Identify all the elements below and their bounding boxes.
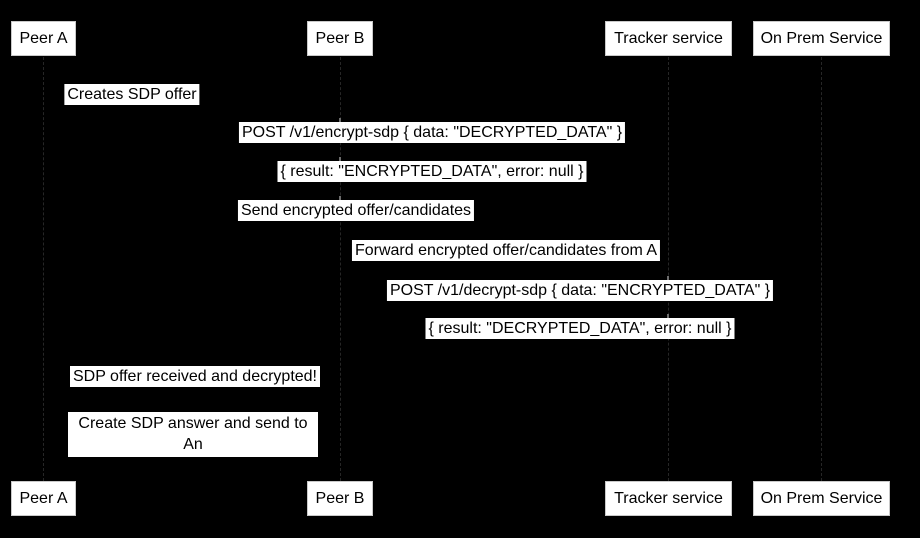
message-send-encrypted-offer: Send encrypted offer/candidates bbox=[237, 200, 475, 221]
message-offer-received: SDP offer received and decrypted! bbox=[70, 366, 320, 387]
lifeline-tick bbox=[339, 118, 341, 122]
message-post-decrypt-sdp: POST /v1/decrypt-sdp { data: "ENCRYPTED_… bbox=[386, 280, 774, 301]
note-line-2: using the same mechanism bbox=[95, 457, 291, 474]
participant-bottom-peer-a: Peer A bbox=[11, 481, 76, 516]
note-line-1: Create SDP answer and send to An bbox=[78, 415, 308, 453]
lifeline-tracker-service bbox=[668, 57, 669, 481]
lifeline-tick bbox=[339, 196, 341, 200]
participant-bottom-on-prem-service: On Prem Service bbox=[753, 481, 890, 516]
lifeline-peer-b bbox=[340, 57, 341, 481]
participant-top-on-prem-service: On Prem Service bbox=[753, 21, 890, 56]
lifeline-tick bbox=[667, 276, 669, 280]
lifeline-tick bbox=[339, 157, 341, 161]
lifeline-on-prem-service bbox=[821, 57, 822, 481]
participant-top-tracker-service: Tracker service bbox=[605, 21, 732, 56]
note-create-sdp-answer: Create SDP answer and send to An using t… bbox=[68, 412, 318, 474]
lifeline-tick bbox=[667, 314, 669, 318]
participant-bottom-tracker-service: Tracker service bbox=[605, 481, 732, 516]
participant-bottom-peer-b: Peer B bbox=[307, 481, 373, 516]
message-result-decrypted: { result: "DECRYPTED_DATA", error: null … bbox=[425, 318, 735, 339]
message-forward-encrypted-offer: Forward encrypted offer/candidates from … bbox=[351, 240, 661, 261]
lifeline-peer-a bbox=[43, 57, 44, 481]
message-post-encrypt-sdp: POST /v1/encrypt-sdp { data: "DECRYPTED_… bbox=[238, 122, 626, 143]
participant-top-peer-a: Peer A bbox=[11, 21, 76, 56]
message-creates-sdp-offer: Creates SDP offer bbox=[64, 84, 200, 105]
participant-top-peer-b: Peer B bbox=[307, 21, 373, 56]
message-result-encrypted: { result: "ENCRYPTED_DATA", error: null … bbox=[277, 161, 587, 182]
